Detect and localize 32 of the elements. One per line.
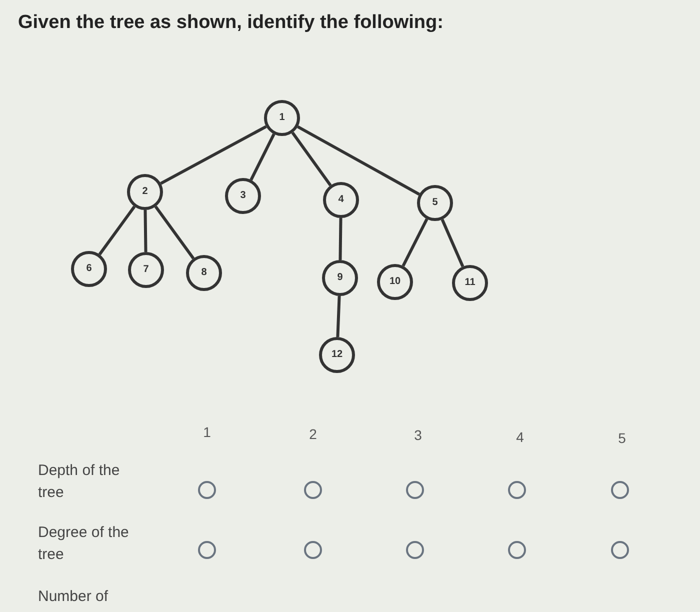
tree-node: 7	[128, 252, 164, 288]
column-header: 2	[308, 426, 318, 442]
column-header: 4	[515, 428, 525, 444]
tree-node: 12	[319, 337, 355, 373]
tree-edge	[250, 133, 276, 181]
tree-node: 6	[71, 251, 107, 287]
tree-edge	[297, 125, 420, 196]
tree-edge	[160, 125, 267, 185]
tree-node: 9	[322, 260, 358, 296]
tree-edge	[338, 218, 342, 260]
tree-edge	[336, 296, 341, 338]
row-label: Degree of the tree	[38, 523, 130, 565]
tree-edge	[98, 206, 136, 256]
tree-node: 11	[452, 265, 488, 301]
tree-edge	[440, 218, 464, 268]
tree-node: 2	[127, 174, 163, 210]
column-header: 3	[413, 427, 423, 443]
row-label: Number of	[38, 587, 110, 607]
title: Given the tree as shown, identify the following:	[18, 12, 444, 34]
tree-node: 1	[264, 100, 300, 136]
tree-edge	[154, 206, 195, 260]
row-label: Depth of the tree	[38, 461, 121, 503]
tree-node: 5	[417, 185, 453, 221]
tree-node: 3	[225, 178, 261, 214]
column-header: 5	[617, 430, 627, 446]
tree-node: 4	[323, 182, 359, 218]
column-header: 1	[202, 424, 212, 440]
tree-node: 10	[377, 264, 413, 300]
tree-node: 8	[186, 255, 222, 291]
tree-edge	[402, 218, 428, 267]
tree-edge	[291, 132, 332, 186]
tree-edge	[144, 210, 148, 252]
